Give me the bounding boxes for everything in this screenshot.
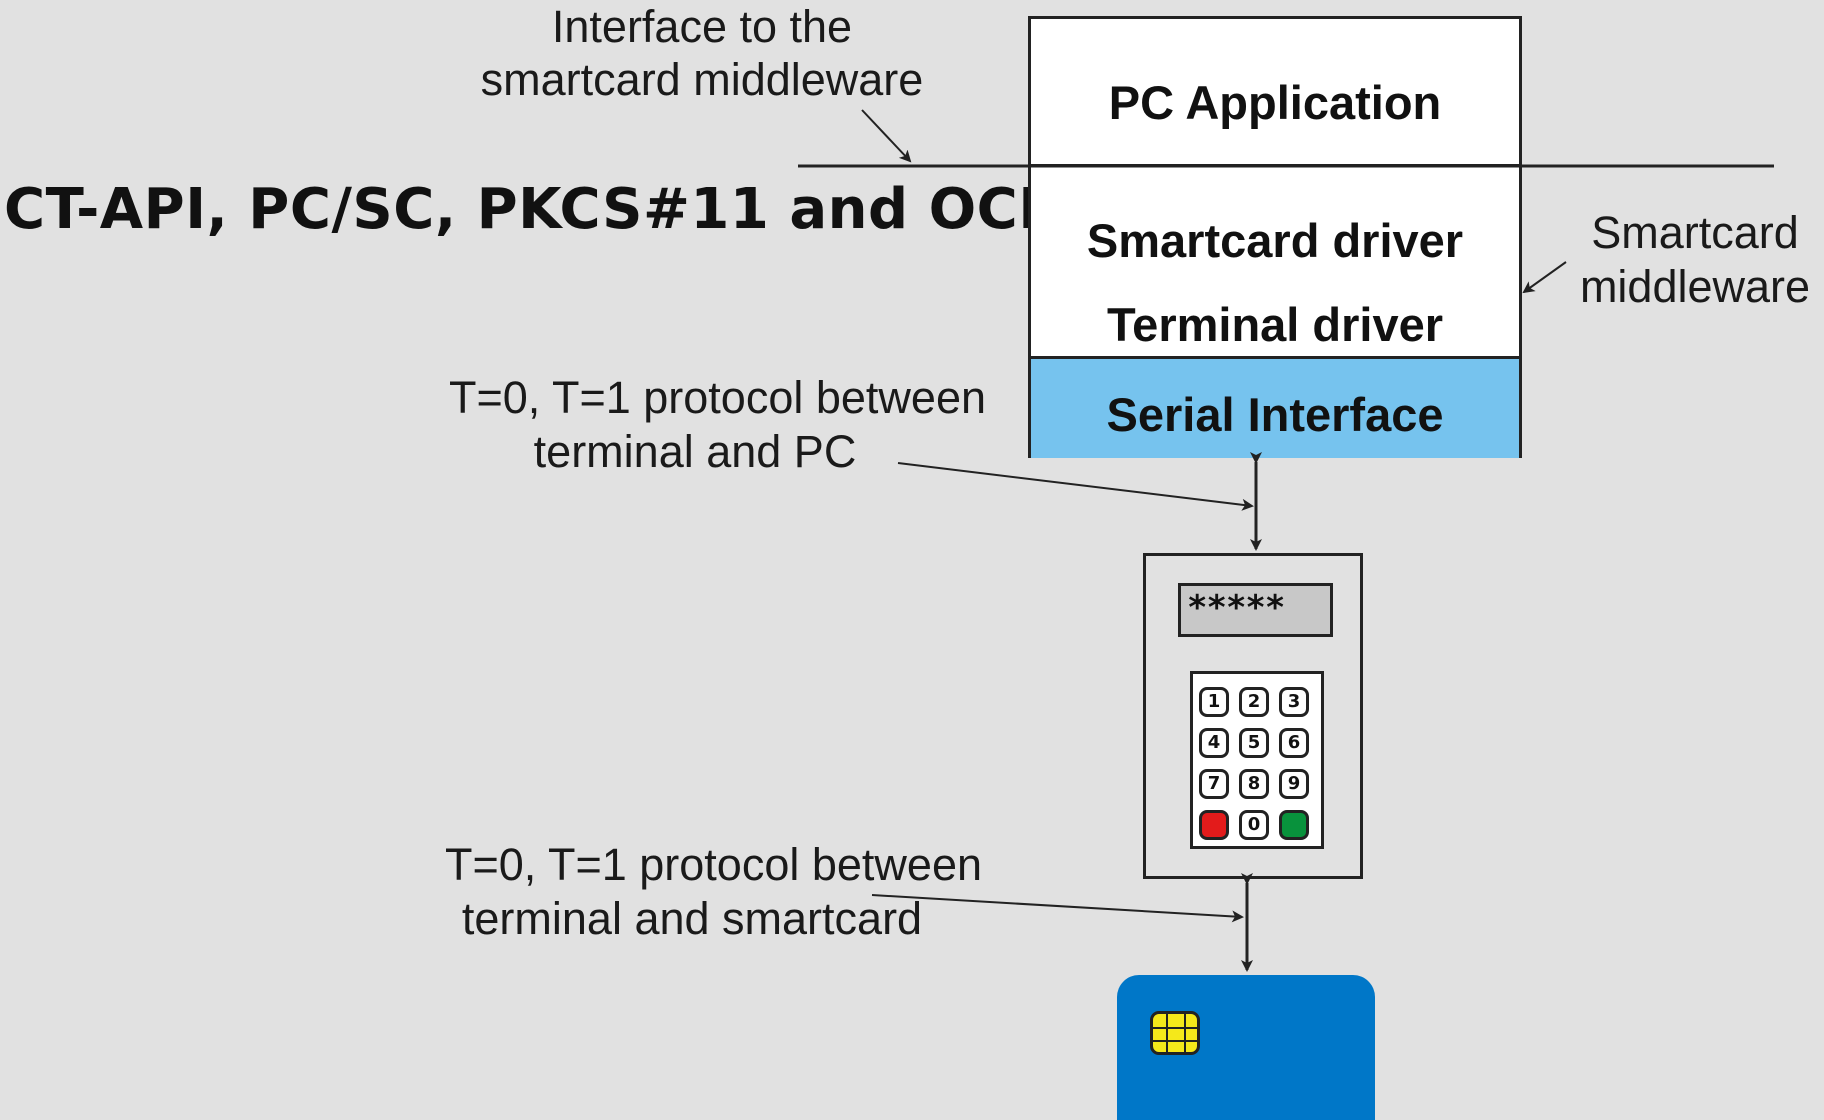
protocol-terminal-card-line1: T=0, T=1 protocol between	[444, 839, 982, 890]
key-1: 1	[1199, 687, 1229, 717]
serial-interface-label: Serial Interface	[1106, 388, 1444, 441]
ok-key	[1279, 810, 1309, 840]
terminal-keypad: 1 2 3 4 5 6 7 8 9 0	[1190, 671, 1324, 849]
terminal-driver-label: Terminal driver	[1106, 298, 1444, 351]
cancel-key	[1199, 810, 1229, 840]
pc-protocol-pointer-arrow	[897, 462, 1254, 511]
terminal-display: *****	[1178, 583, 1333, 637]
key-9: 9	[1279, 769, 1309, 799]
protocol-terminal-pc-line1: T=0, T=1 protocol between	[448, 372, 986, 423]
pc-application-layer: PC Application	[1031, 19, 1519, 167]
diagram-title: CT-API, PC/SC, PKCS#11 and OCF	[4, 177, 1058, 242]
protocol-terminal-card-line2: terminal and smartcard	[461, 893, 923, 944]
pin-pad-terminal-icon: ***** 1 2 3 4 5 6 7 8 9 0	[1143, 553, 1363, 879]
pc-application-label: PC Application	[1108, 76, 1442, 129]
interface-pointer-arrow	[861, 109, 912, 163]
driver-layer: Smartcard driver Terminal driver	[1031, 167, 1519, 359]
key-6: 6	[1279, 728, 1309, 758]
middleware-interface-label-line1: Interface to the	[551, 1, 853, 52]
key-4: 4	[1199, 728, 1229, 758]
smartcard-icon	[1117, 975, 1375, 1120]
smartcard-driver-label: Smartcard driver	[1086, 214, 1464, 267]
key-0: 0	[1239, 810, 1269, 840]
smartcard-middleware-label-line2: middleware	[1579, 261, 1811, 312]
middleware-stack: PC Application Smartcard driver Terminal…	[1028, 16, 1522, 458]
protocol-terminal-pc-line2: terminal and PC	[533, 426, 857, 477]
chip-icon	[1150, 1011, 1200, 1055]
smartcard-middleware-label-line1: Smartcard	[1591, 207, 1799, 258]
middleware-interface-label-line2: smartcard middleware	[480, 54, 924, 105]
card-protocol-pointer-arrow	[871, 894, 1244, 923]
key-5: 5	[1239, 728, 1269, 758]
middleware-pointer-arrow	[1522, 261, 1567, 294]
key-8: 8	[1239, 769, 1269, 799]
key-2: 2	[1239, 687, 1269, 717]
serial-interface-layer: Serial Interface	[1031, 359, 1519, 458]
key-7: 7	[1199, 769, 1229, 799]
key-3: 3	[1279, 687, 1309, 717]
